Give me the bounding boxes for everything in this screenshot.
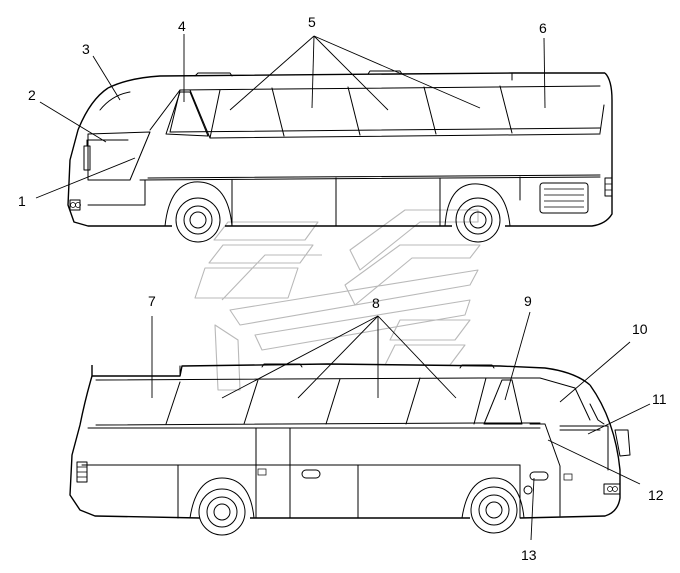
callout-8: 8 [372,295,380,311]
callout-4: 4 [178,18,186,34]
callout-10: 10 [632,321,648,337]
callout-5: 5 [308,14,316,30]
callout-6: 6 [539,20,547,36]
callout-7: 7 [148,293,156,309]
callout-2: 2 [28,87,36,103]
bus-left-side-view [67,70,613,243]
callouts: 1 2 3 4 5 6 7 8 9 10 11 12 13 [18,14,667,563]
callout-12: 12 [648,487,664,503]
watermark-logo [194,209,481,391]
callout-3: 3 [82,41,90,57]
callout-11: 11 [652,391,667,407]
callout-1: 1 [18,193,26,209]
callout-13: 13 [521,547,537,563]
leader-lines [35,34,651,541]
callout-9: 9 [524,293,532,309]
bus-right-side-view [69,363,631,536]
